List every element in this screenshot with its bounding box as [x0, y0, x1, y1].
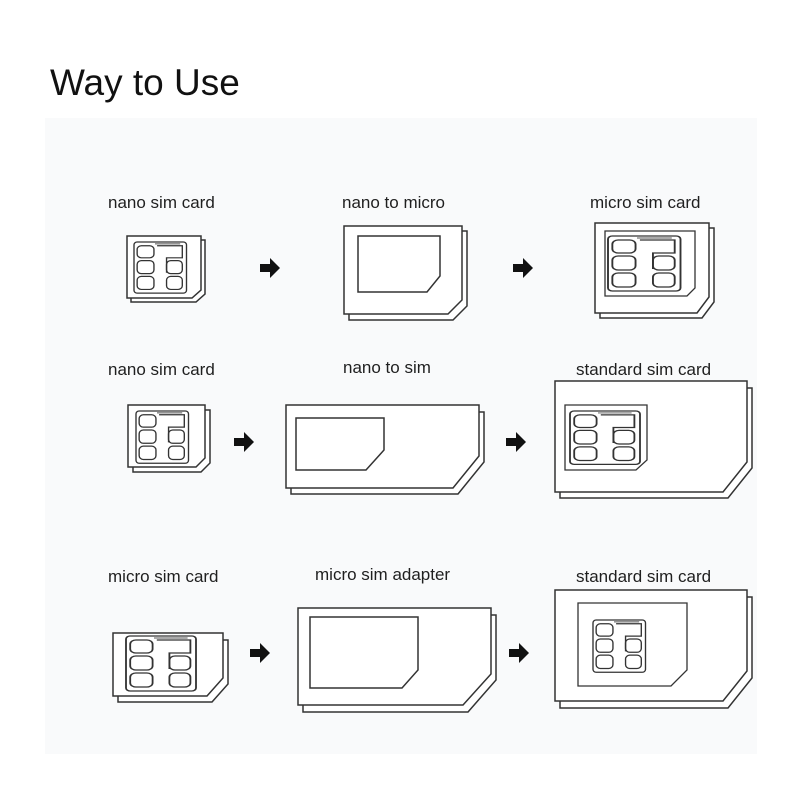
label-micro-sim-card: micro sim card	[108, 567, 219, 586]
label-standard-sim-card: standard sim card	[576, 360, 712, 379]
nano-sim-card-icon	[126, 235, 206, 303]
label-micro-sim-adapter: micro sim adapter	[315, 565, 451, 584]
micro-sim-adapter-icon	[297, 607, 497, 713]
micro-sim-card-icon	[594, 222, 715, 319]
page-title: Way to Use	[50, 62, 240, 103]
nano-sim-card-icon	[127, 404, 211, 473]
standard-sim-card-icon	[554, 589, 753, 709]
nano-to-micro-adapter-icon	[343, 225, 468, 321]
label-micro-sim-card: micro sim card	[590, 193, 701, 212]
label-nano-to-sim: nano to sim	[343, 358, 431, 377]
label-nano-to-micro: nano to micro	[342, 193, 445, 212]
nano-to-sim-adapter-icon	[285, 404, 485, 495]
label-nano-sim-card: nano sim card	[108, 360, 215, 379]
arrow-right-icon	[509, 643, 529, 663]
micro-sim-card-icon	[112, 632, 229, 703]
arrow-right-icon	[260, 258, 280, 278]
arrow-right-icon	[513, 258, 533, 278]
arrow-right-icon	[234, 432, 254, 452]
label-nano-sim-card: nano sim card	[108, 193, 215, 212]
arrow-right-icon	[506, 432, 526, 452]
label-standard-sim-card: standard sim card	[576, 567, 712, 586]
standard-sim-card-icon	[554, 380, 753, 499]
arrow-right-icon	[250, 643, 270, 663]
